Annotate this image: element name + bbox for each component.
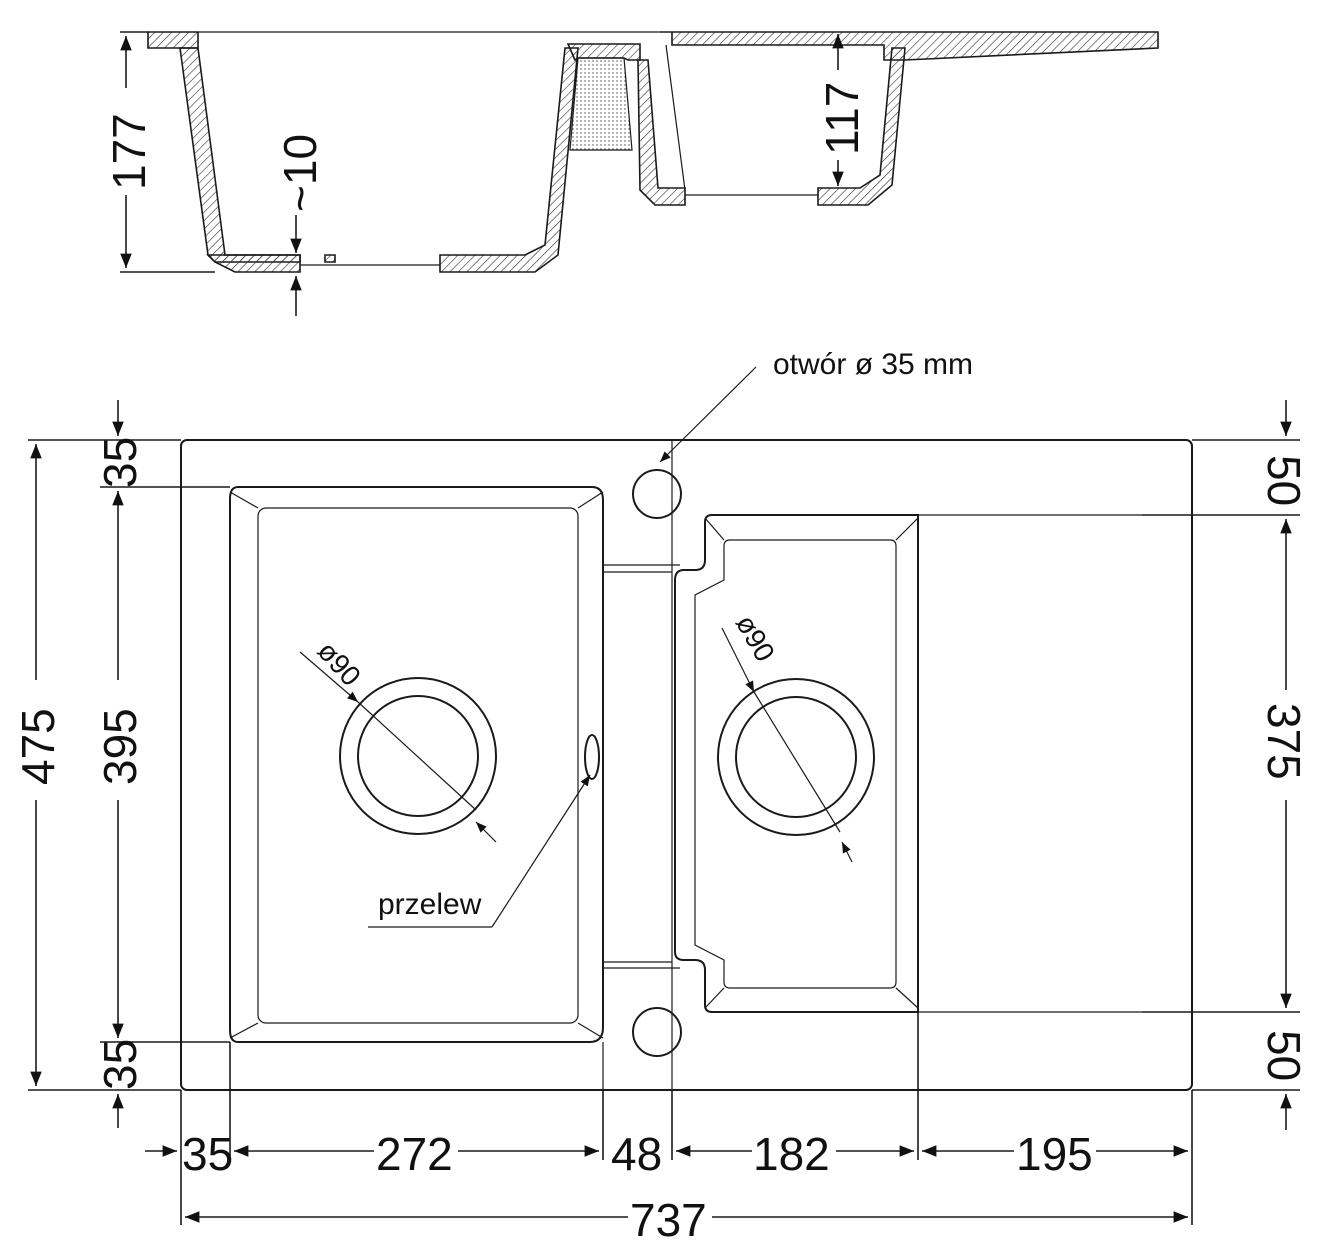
- bottom-dim-b: 272: [376, 1128, 453, 1180]
- drain-left-outer: [339, 677, 497, 835]
- right-dim-bottom: 50: [1258, 1030, 1310, 1081]
- left-dim-overall: 475: [12, 708, 64, 785]
- section-dim-177: 177: [103, 113, 155, 190]
- left-dim-top: 35: [94, 437, 146, 488]
- cross-section: 177 117 ~10: [103, 31, 1159, 316]
- right-dim-top: 50: [1258, 455, 1310, 506]
- section-dim-wall: ~10: [274, 134, 326, 212]
- tap-hole-bottom: [632, 1007, 682, 1057]
- bottom-dim-a: 35: [182, 1128, 233, 1180]
- bottom-dimensions: 35 272 48 182 195 737: [145, 1012, 1193, 1246]
- bottom-dim-total: 737: [630, 1194, 707, 1246]
- right-dim-middle: 375: [1258, 703, 1310, 780]
- left-dim-bowl: 395: [94, 708, 146, 785]
- left-dimensions: 475 395 35 35: [12, 400, 230, 1128]
- plan-view: ø90 ø90 otwór ø 35 mm przelew: [180, 348, 1193, 1091]
- overflow-hole: [584, 734, 600, 780]
- drain-right-outer: [717, 678, 875, 836]
- tap-hole-top: [632, 469, 682, 519]
- hole-label: otwór ø 35 mm: [773, 348, 973, 381]
- drain-left-label: ø90: [312, 635, 367, 692]
- left-dim-bottom: 35: [94, 1039, 146, 1090]
- bottom-dim-e: 195: [1016, 1128, 1093, 1180]
- overflow-label: przelew: [378, 888, 482, 921]
- bottom-dim-d: 182: [753, 1128, 830, 1180]
- drain-right-inner: [735, 696, 857, 818]
- bottom-dim-c: 48: [611, 1128, 662, 1180]
- drain-left-inner: [357, 695, 479, 817]
- right-dimensions: 50 375 50: [1142, 400, 1310, 1130]
- section-dim-117: 117: [816, 82, 868, 155]
